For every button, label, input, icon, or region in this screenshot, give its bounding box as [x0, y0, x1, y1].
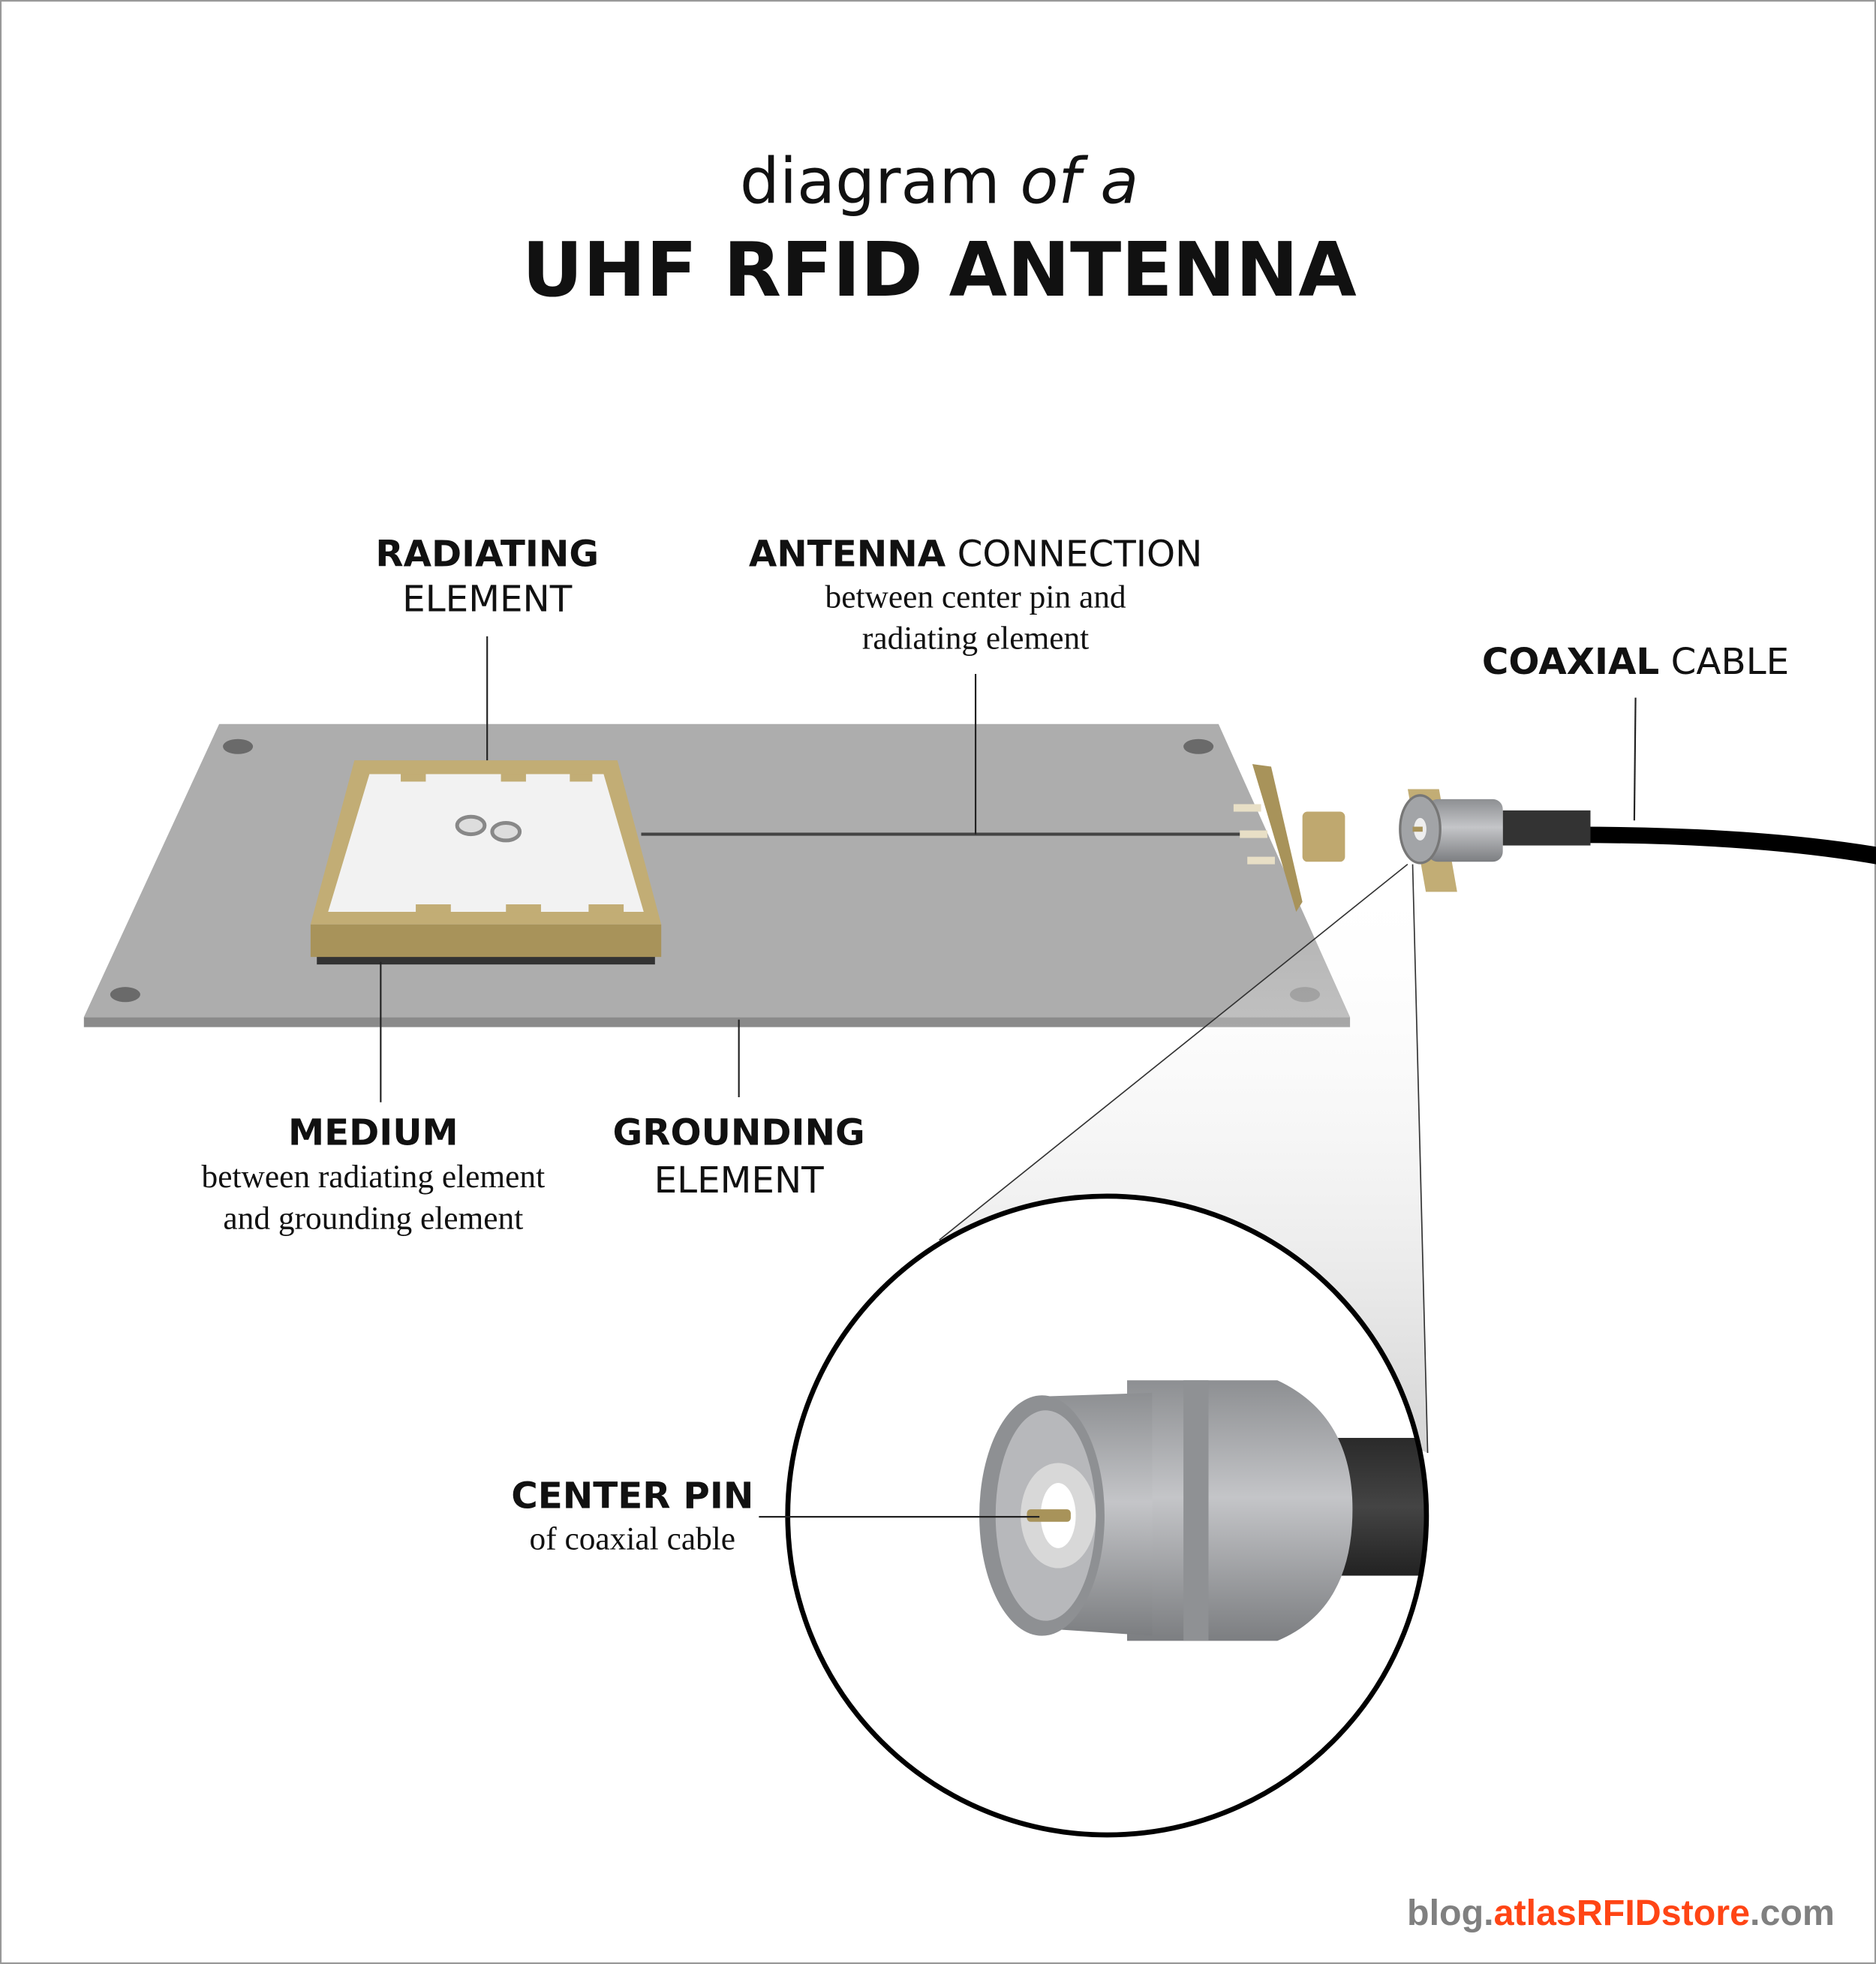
- svg-text:MEDIUM: MEDIUM: [288, 1111, 458, 1153]
- label-antenna-connection: ANTENNA CONNECTION between center pin an…: [749, 533, 1202, 656]
- cone-edge: [939, 863, 1409, 1241]
- radiating-element: [328, 774, 644, 913]
- svg-text:UHF RFID ANTENNA: UHF RFID ANTENNA: [522, 226, 1357, 314]
- mounting-hole: [1183, 738, 1214, 754]
- svg-text:ELEMENT: ELEMENT: [654, 1159, 825, 1202]
- callout-lines: [380, 636, 1637, 1518]
- center-pin: [1027, 1509, 1071, 1522]
- patch-antenna: [310, 760, 662, 965]
- grounding-board: [83, 723, 1351, 1027]
- footer-url[interactable]: blog.atlasRFIDstore.com: [1407, 1893, 1835, 1933]
- svg-text:between radiating element: between radiating element: [202, 1159, 546, 1195]
- cone-edge: [1412, 864, 1429, 1454]
- svg-text:COAXIAL CABLE: COAXIAL CABLE: [1482, 641, 1789, 683]
- label-radiating-element: RADIATING ELEMENT: [375, 533, 599, 620]
- svg-text:GROUNDING: GROUNDING: [613, 1111, 865, 1153]
- svg-text:RADIATING: RADIATING: [375, 533, 599, 575]
- magnified-connector: [785, 1193, 1430, 1838]
- label-grounding-element: GROUNDING ELEMENT: [613, 1111, 865, 1201]
- label-medium: MEDIUM between radiating element and gro…: [202, 1111, 546, 1236]
- svg-text:diagram of a: diagram of a: [740, 145, 1139, 218]
- svg-text:ANTENNA CONNECTION: ANTENNA CONNECTION: [749, 533, 1202, 575]
- label-coaxial-cable: COAXIAL CABLE: [1482, 641, 1789, 683]
- mounting-hole: [110, 987, 140, 1003]
- svg-text:between center pin and: between center pin and: [825, 579, 1126, 615]
- svg-text:radiating element: radiating element: [862, 621, 1089, 657]
- mounting-hole: [223, 738, 254, 754]
- label-center-pin: CENTER PIN of coaxial cable: [511, 1475, 753, 1556]
- svg-text:and grounding element: and grounding element: [223, 1200, 523, 1236]
- svg-text:of coaxial cable: of coaxial cable: [530, 1521, 736, 1557]
- svg-text:CENTER PIN: CENTER PIN: [511, 1475, 753, 1517]
- title: diagram of a UHF RFID ANTENNA: [522, 145, 1357, 313]
- svg-text:ELEMENT: ELEMENT: [402, 579, 573, 621]
- coaxial-cable: [1399, 794, 1876, 865]
